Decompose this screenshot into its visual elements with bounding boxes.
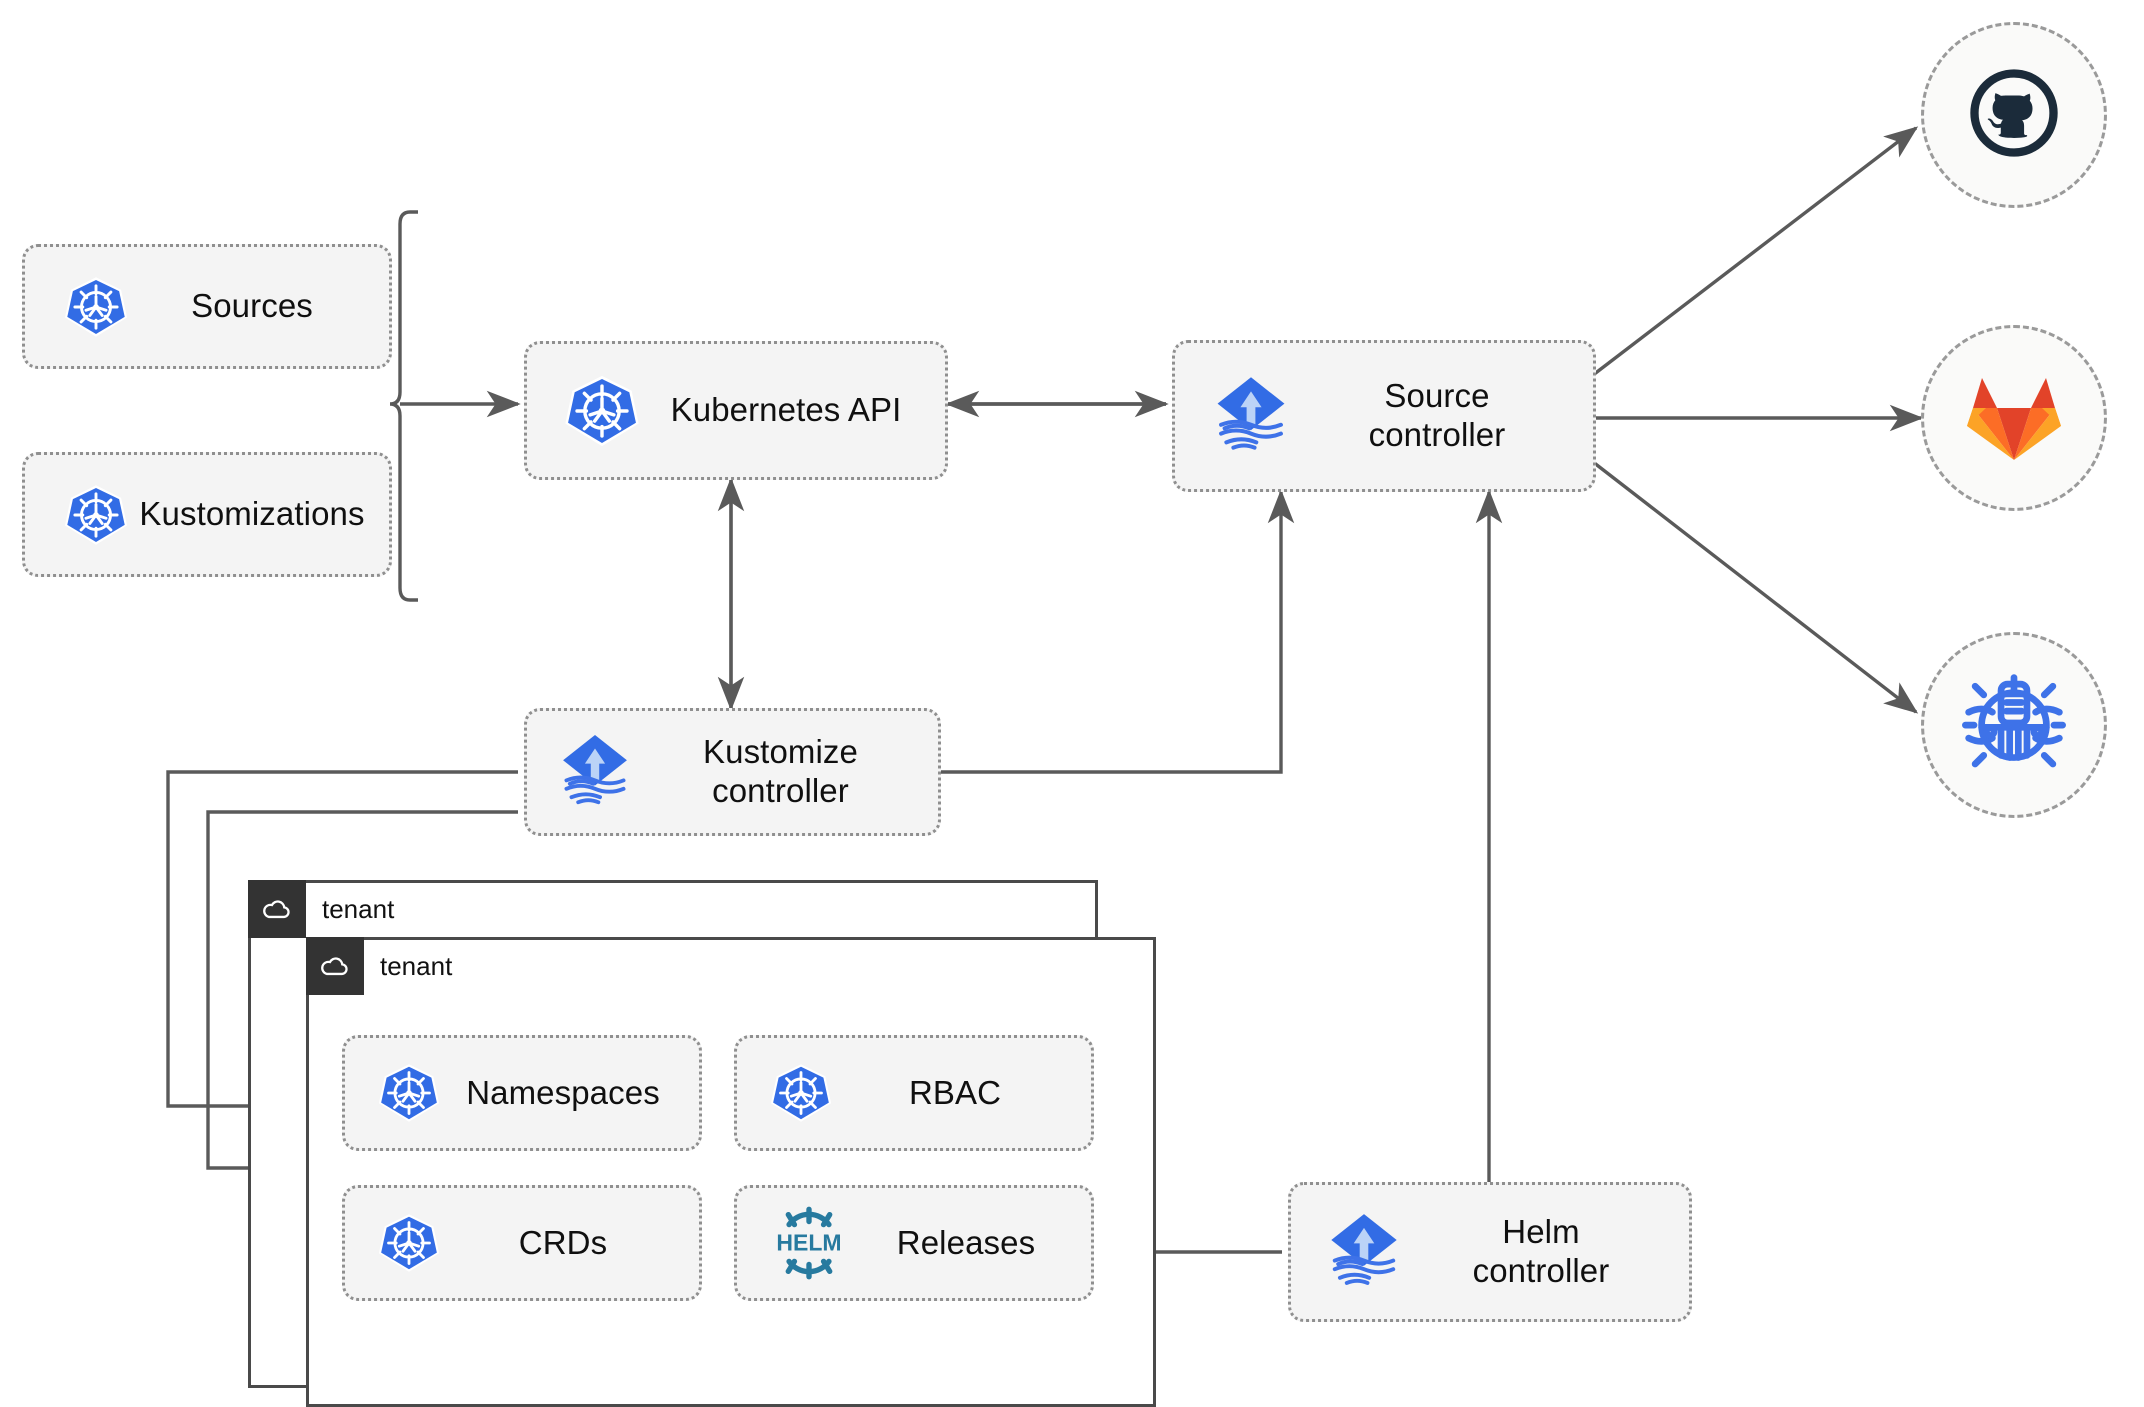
node-releases[interactable]: HELM Releases	[734, 1185, 1094, 1301]
kubernetes-icon	[63, 482, 129, 548]
provider-helm-repository[interactable]	[1921, 632, 2107, 818]
helm-bucket-icon	[1960, 669, 2068, 782]
node-helm-controller[interactable]: Helm controller	[1288, 1182, 1692, 1322]
node-kustomizations-label: Kustomizations	[139, 495, 365, 533]
node-rbac-label: RBAC	[908, 1073, 1002, 1111]
helm-icon: HELM	[763, 1204, 855, 1282]
node-releases-label: Releases	[896, 1223, 1036, 1261]
node-sources-label: Sources	[191, 287, 313, 325]
kubernetes-icon	[377, 1061, 441, 1125]
cloud-icon	[306, 937, 364, 995]
tenant-inner-label: tenant	[380, 950, 453, 981]
github-icon	[1962, 61, 2066, 170]
provider-github[interactable]	[1921, 22, 2107, 208]
tenant-inner-tab: tenant	[306, 937, 452, 995]
tenant-outer-tab: tenant	[248, 880, 394, 938]
svg-text:HELM: HELM	[776, 1230, 841, 1256]
node-source-controller[interactable]: Source controller	[1172, 340, 1596, 492]
edge-source-to-bucket	[1591, 460, 1919, 714]
edge-source-to-github	[1591, 126, 1919, 377]
edge-group-bracket	[389, 210, 418, 602]
node-kubernetes-api[interactable]: Kubernetes API	[524, 341, 948, 480]
kubernetes-icon	[63, 274, 129, 340]
node-helm-controller-label: Helm controller	[1472, 1213, 1610, 1289]
node-kustomize-controller-label: Kustomize controller	[703, 733, 858, 809]
node-kubernetes-api-label: Kubernetes API	[670, 391, 902, 429]
node-sources[interactable]: Sources	[22, 244, 392, 369]
node-kustomizations[interactable]: Kustomizations	[22, 452, 392, 577]
provider-gitlab[interactable]	[1921, 325, 2107, 511]
kubernetes-icon	[563, 372, 641, 450]
flux-icon	[1207, 372, 1295, 460]
gitlab-icon	[1964, 368, 2064, 469]
edge-kustomize-to-source	[941, 489, 1295, 774]
flux-icon	[553, 730, 637, 814]
node-source-controller-label: Source controller	[1368, 377, 1506, 453]
node-namespaces[interactable]: Namespaces	[342, 1035, 702, 1151]
node-crds[interactable]: CRDs	[342, 1185, 702, 1301]
tenant-inner-container: tenant	[306, 937, 1156, 1407]
tenant-outer-label: tenant	[322, 893, 395, 924]
node-crds-label: CRDs	[518, 1223, 608, 1261]
kubernetes-icon	[377, 1211, 441, 1275]
kubernetes-icon	[769, 1061, 833, 1125]
flux-icon	[1321, 1209, 1407, 1295]
node-kustomize-controller[interactable]: Kustomize controller	[524, 708, 941, 836]
node-namespaces-label: Namespaces	[466, 1073, 660, 1111]
node-rbac[interactable]: RBAC	[734, 1035, 1094, 1151]
cloud-icon	[248, 880, 306, 938]
